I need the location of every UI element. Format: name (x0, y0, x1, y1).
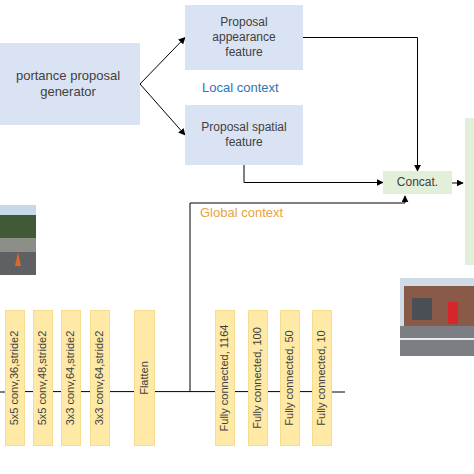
photo-sky (0, 205, 36, 275)
layer-bar: Flatten (134, 310, 155, 446)
photo-lane (400, 338, 474, 340)
layer-label: 3x3 conv,64,stride2 (93, 331, 107, 426)
box-label: Proposal appearance feature (203, 15, 285, 60)
photo-road (0, 252, 36, 275)
layer-label: Flatten (138, 361, 152, 395)
backbone-line (155, 391, 215, 392)
layer-bar: 5x5 conv,36,stride2 (5, 310, 25, 446)
layer-label: 3x3 conv,64,stride2 (64, 331, 78, 426)
layer-bar: 5x5 conv,48,stride2 (33, 310, 53, 446)
layer-bar: 3x3 conv,64,stride2 (90, 310, 110, 446)
street-photo (400, 278, 474, 356)
backbone-line (235, 391, 248, 392)
box-label: Concat. (397, 175, 438, 190)
photo-wall (0, 238, 36, 252)
backbone-line (81, 391, 90, 392)
photo-building (404, 286, 474, 326)
layer-label: 5x5 conv,36,stride2 (8, 331, 22, 426)
photo-window (412, 298, 432, 320)
backbone-line (53, 391, 61, 392)
generator-box: portance proposal generator (0, 43, 140, 125)
layer-label: 5x5 conv,48,stride2 (36, 331, 50, 426)
street-photo (0, 205, 36, 275)
layer-label: Fully connected, 50 (283, 330, 297, 425)
layer-bar: Fully connected, 100 (248, 310, 268, 446)
layer-bar: Fully connected, 50 (280, 310, 300, 446)
box-label: Proposal spatial feature (195, 120, 293, 150)
layer-label: Fully connected, 1164 (218, 325, 232, 432)
layer-label: Fully connected, 100 (251, 327, 265, 429)
photo-red-sign (448, 302, 458, 324)
output-arrow (452, 183, 463, 184)
flow-arrow (140, 84, 185, 135)
photo-sky (400, 278, 474, 356)
context-label: Global context (200, 205, 283, 220)
feature-box: Proposal appearance feature (185, 5, 303, 70)
backbone-line (25, 391, 33, 392)
feature-box: Proposal spatial feature (185, 105, 303, 165)
layer-bar: Fully connected, 10 (312, 310, 332, 446)
flow-arrow (140, 38, 185, 85)
backbone-line (268, 391, 280, 392)
output-box (465, 118, 474, 265)
layer-bar: 3x3 conv,64,stride2 (61, 310, 81, 446)
context-label: Local context (202, 80, 279, 95)
photo-cone (15, 252, 21, 266)
layer-bar: Fully connected, 1164 (215, 310, 235, 446)
layer-label: Fully connected, 10 (315, 330, 329, 425)
flow-arrow (303, 38, 418, 172)
box-label: portance proposal generator (4, 68, 132, 101)
backbone-line (110, 391, 134, 392)
concat-box: Concat. (383, 171, 452, 194)
backbone-line (300, 391, 312, 392)
photo-road (400, 326, 474, 356)
backbone-line (332, 392, 345, 393)
flow-arrow (244, 165, 383, 183)
